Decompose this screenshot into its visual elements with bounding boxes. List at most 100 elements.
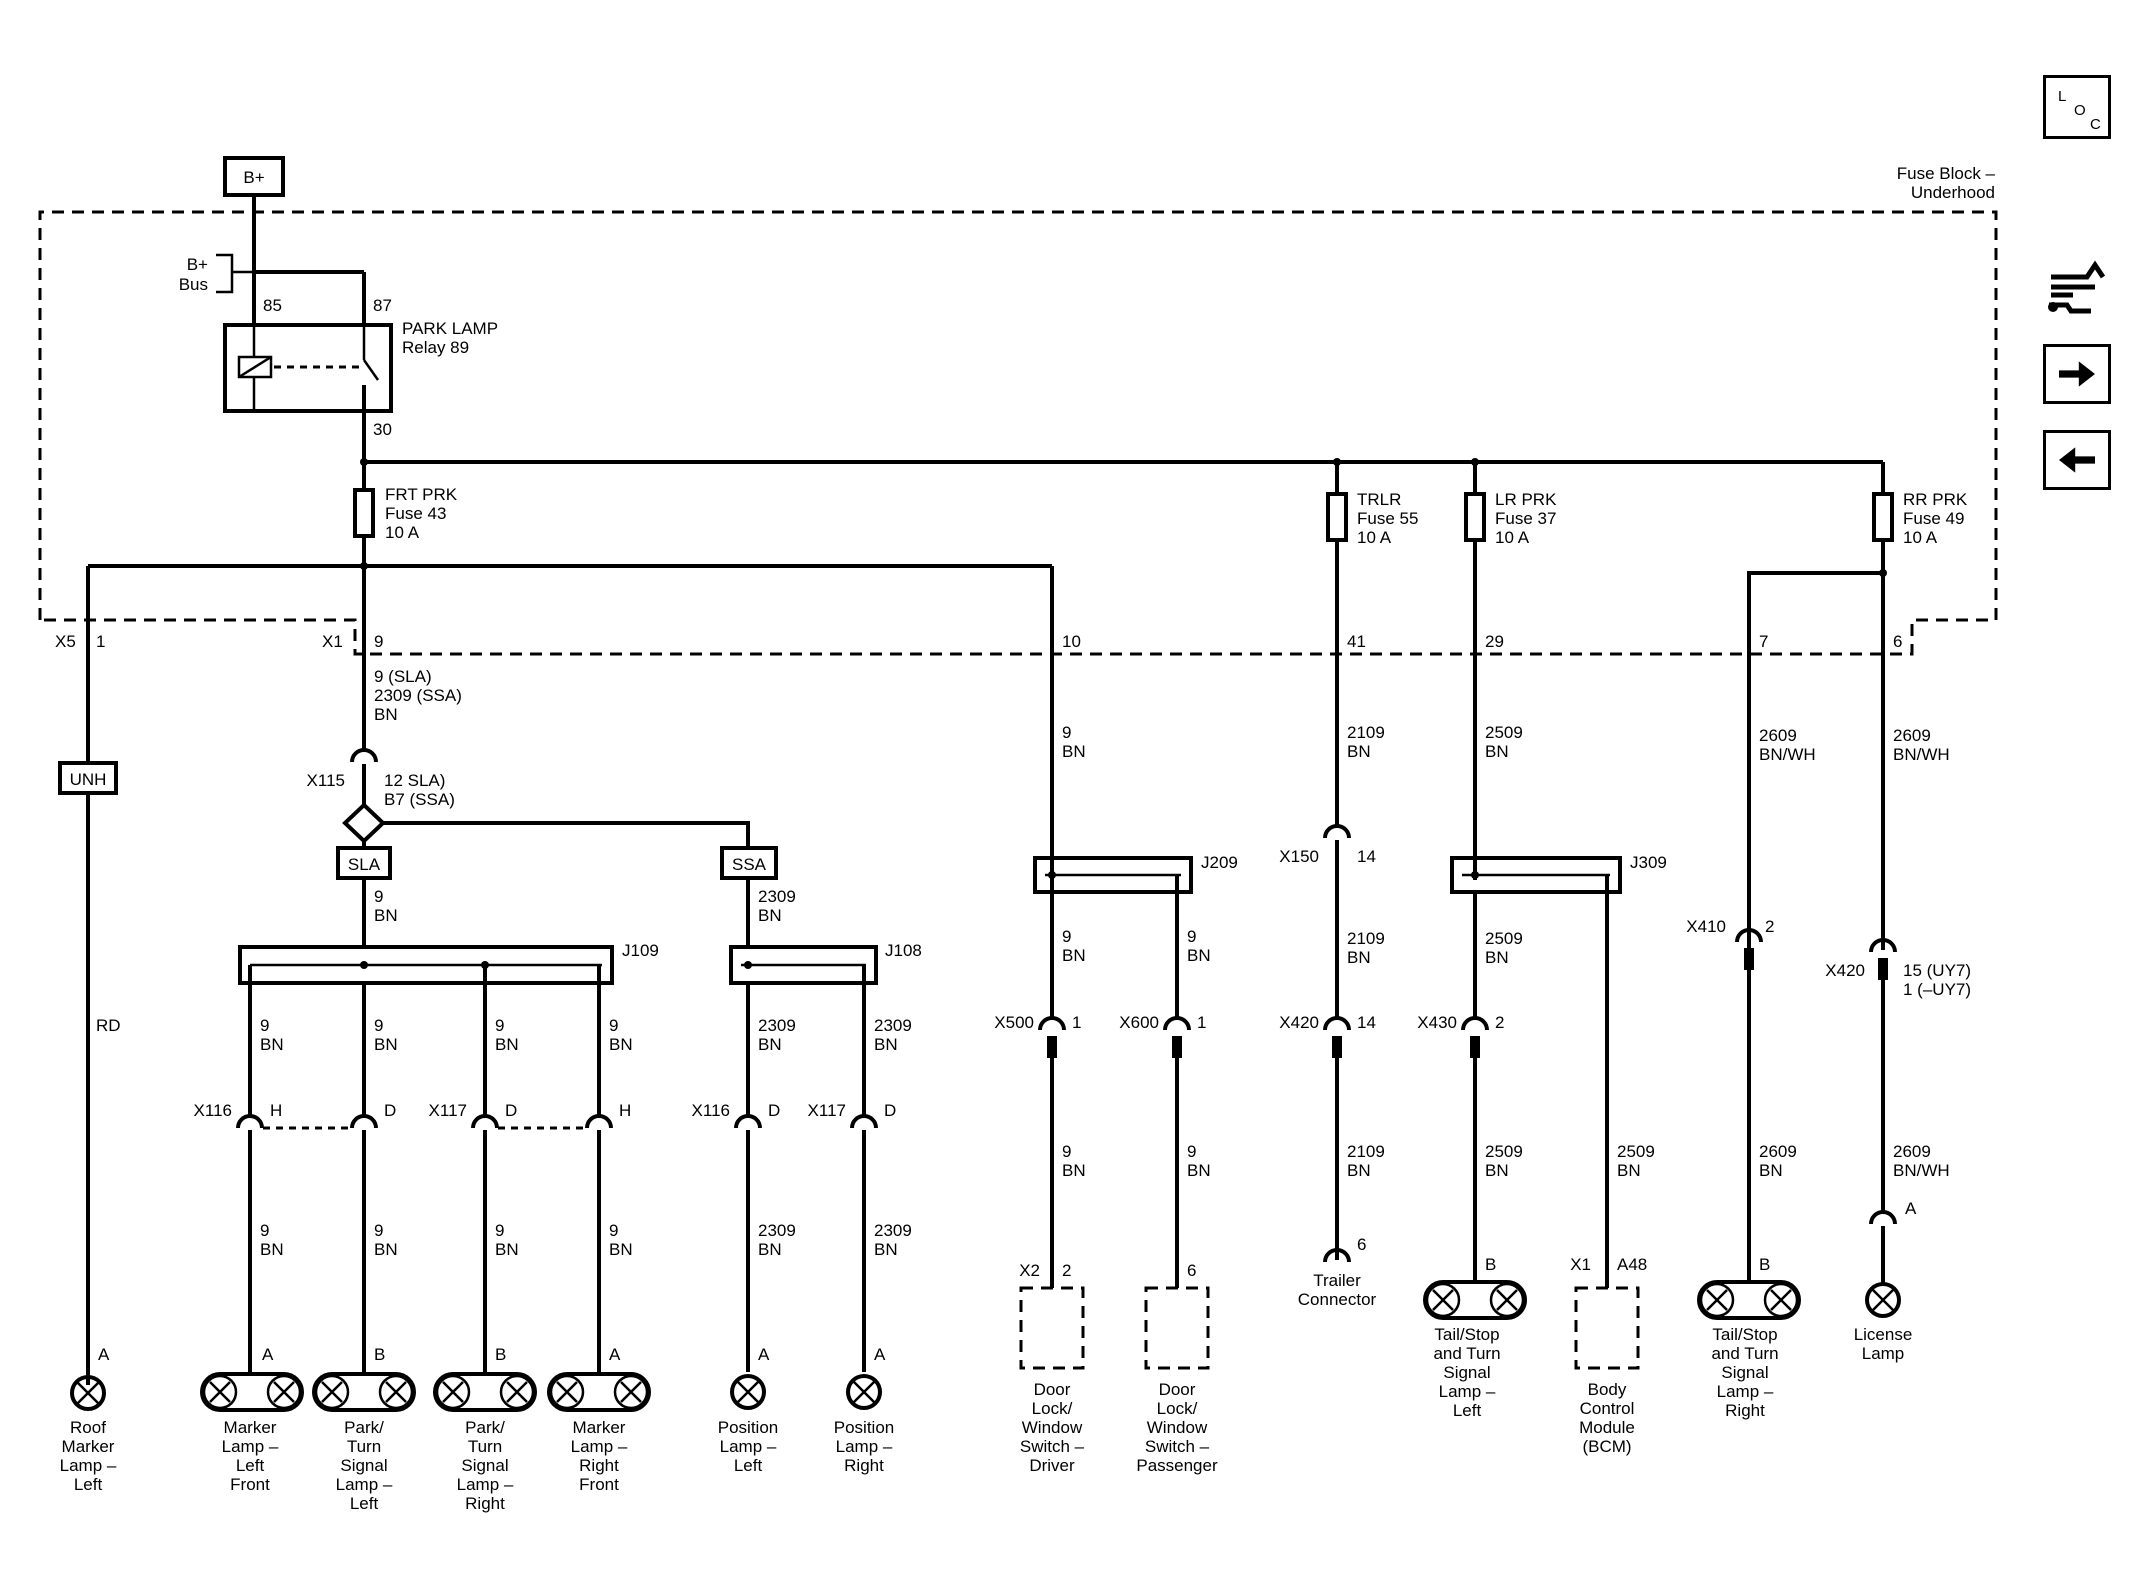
component-label: Switch – [1020, 1437, 1085, 1456]
conn-label: X117 [429, 1101, 467, 1120]
wire-label: BN [758, 1035, 782, 1054]
component-label: Door [1034, 1380, 1071, 1399]
component-label: Door [1159, 1380, 1196, 1399]
wire-label: BN [260, 1240, 284, 1259]
relay-pin-87: 87 [373, 296, 392, 315]
splice-dot [1879, 569, 1887, 577]
component-label: and Turn [1433, 1344, 1500, 1363]
pin-label: B [495, 1345, 506, 1364]
wire-label: BN [758, 1240, 782, 1259]
splice-label: J109 [622, 941, 659, 960]
wrench-car-icon [2048, 260, 2106, 314]
wire-label: 2509 [1485, 1142, 1523, 1161]
component-label: Marker [62, 1437, 115, 1456]
conn-label: X420 [1279, 1013, 1319, 1032]
pin-label: 1 [96, 632, 105, 651]
fuse-frt-prk: FRT PRK Fuse 43 10 A [353, 462, 458, 566]
component-label: Roof [70, 1418, 106, 1437]
pin-label: 10 [1062, 632, 1081, 651]
wire-label: BN [609, 1240, 633, 1259]
wire-label: 2609 [1759, 726, 1797, 745]
component-label: Lamp – [720, 1437, 777, 1456]
component-label: Marker [573, 1418, 626, 1437]
component-label: Left [734, 1456, 763, 1475]
conn-label: X420 [1825, 961, 1865, 980]
loc-letter: O [2074, 102, 2086, 119]
option-diamond [342, 802, 386, 844]
component-label: Body [1588, 1380, 1627, 1399]
lamp-symbol [846, 1374, 882, 1410]
pin-label: 14 [1357, 1013, 1376, 1032]
wire-label: BN [374, 1035, 398, 1054]
fuse-label: 10 A [1495, 528, 1530, 547]
pin-label: 2 [1062, 1261, 1071, 1280]
wire-label: BN [1347, 1161, 1371, 1180]
wire-label: 9 [374, 1016, 383, 1035]
component-label: Right [844, 1456, 884, 1475]
wire-label: 9 [495, 1221, 504, 1240]
component-label: Position [834, 1418, 894, 1437]
pin-label: D [884, 1101, 896, 1120]
splice-j108: J108 [729, 941, 922, 985]
wire-label: BN [1187, 946, 1211, 965]
location-button[interactable]: L O C [2043, 75, 2111, 139]
pin-label: A [874, 1345, 886, 1364]
pin-label: 6 [1893, 632, 1902, 651]
conn-label: X1 [1570, 1255, 1591, 1274]
pin-label: D [384, 1101, 396, 1120]
component-label: Signal [461, 1456, 508, 1475]
front-branches: 9 BN 9 BN 9 BN 9 BN 2309 BN 2309 BN X116… [194, 965, 912, 1372]
component-label: Lamp – [60, 1456, 117, 1475]
bplus-supply: B+ B+ Bus [179, 156, 285, 325]
wire-label: 2509 [1617, 1142, 1655, 1161]
wire-label: 2109 [1347, 723, 1385, 742]
wire-label: BN [495, 1035, 519, 1054]
pin-label: 6 [1357, 1235, 1366, 1254]
component-label: Signal [1721, 1363, 1768, 1382]
component-label: Driver [1029, 1456, 1075, 1475]
park-lamp-relay: 85 87 30 PARK LAMP Relay 89 [223, 270, 498, 462]
pin-label: 1 [1072, 1013, 1081, 1032]
component-label: Tail/Stop [1712, 1325, 1777, 1344]
wire-label: BN [374, 1240, 398, 1259]
wire-label: 9 [1062, 927, 1071, 946]
wire-label: 9 [609, 1016, 618, 1035]
pin-label: A [262, 1345, 274, 1364]
component-label: Lamp – [571, 1437, 628, 1456]
component-label: Left [74, 1475, 103, 1494]
pin-label: B [1759, 1255, 1770, 1274]
wrench-car-button[interactable] [2043, 247, 2111, 327]
front-lamps: A A B B A A A Roof Marker Lamp – Left Ma… [60, 1345, 895, 1513]
pin-label: H [270, 1101, 282, 1120]
wire-label: BN [1062, 742, 1086, 761]
conn-label: X150 [1279, 847, 1319, 866]
wire-label: BN/WH [1893, 1161, 1950, 1180]
pin-label: 6 [1187, 1261, 1196, 1280]
component-label: Lock/ [1157, 1399, 1198, 1418]
option-ssa [720, 846, 778, 880]
wire-label: 2309 [874, 1221, 912, 1240]
component-label: Window [1022, 1418, 1083, 1437]
component-label: Connector [1298, 1290, 1377, 1309]
double-lamp-symbol [433, 1372, 537, 1412]
component-label: Left [1453, 1401, 1482, 1420]
component-label: Lamp – [222, 1437, 279, 1456]
loc-letter: L [2058, 88, 2067, 105]
splice-j109: J109 [238, 941, 659, 985]
wire-label: BN [1617, 1161, 1641, 1180]
component-label: Right [465, 1494, 505, 1513]
next-button[interactable] [2043, 344, 2111, 404]
component-label: Left [236, 1456, 265, 1475]
component-label: Front [230, 1475, 270, 1494]
component-label: Module [1579, 1418, 1635, 1437]
component-label: Lamp – [457, 1475, 514, 1494]
pin-label: 12 SLA) [384, 771, 445, 790]
bplus-label: B+ [243, 168, 264, 187]
relay-name: PARK LAMP [402, 319, 498, 338]
component-label: Passenger [1136, 1456, 1218, 1475]
back-button[interactable] [2043, 430, 2111, 490]
conn-label: X500 [994, 1013, 1034, 1032]
component-label: Lamp – [1439, 1382, 1496, 1401]
component-label: Front [579, 1475, 619, 1494]
